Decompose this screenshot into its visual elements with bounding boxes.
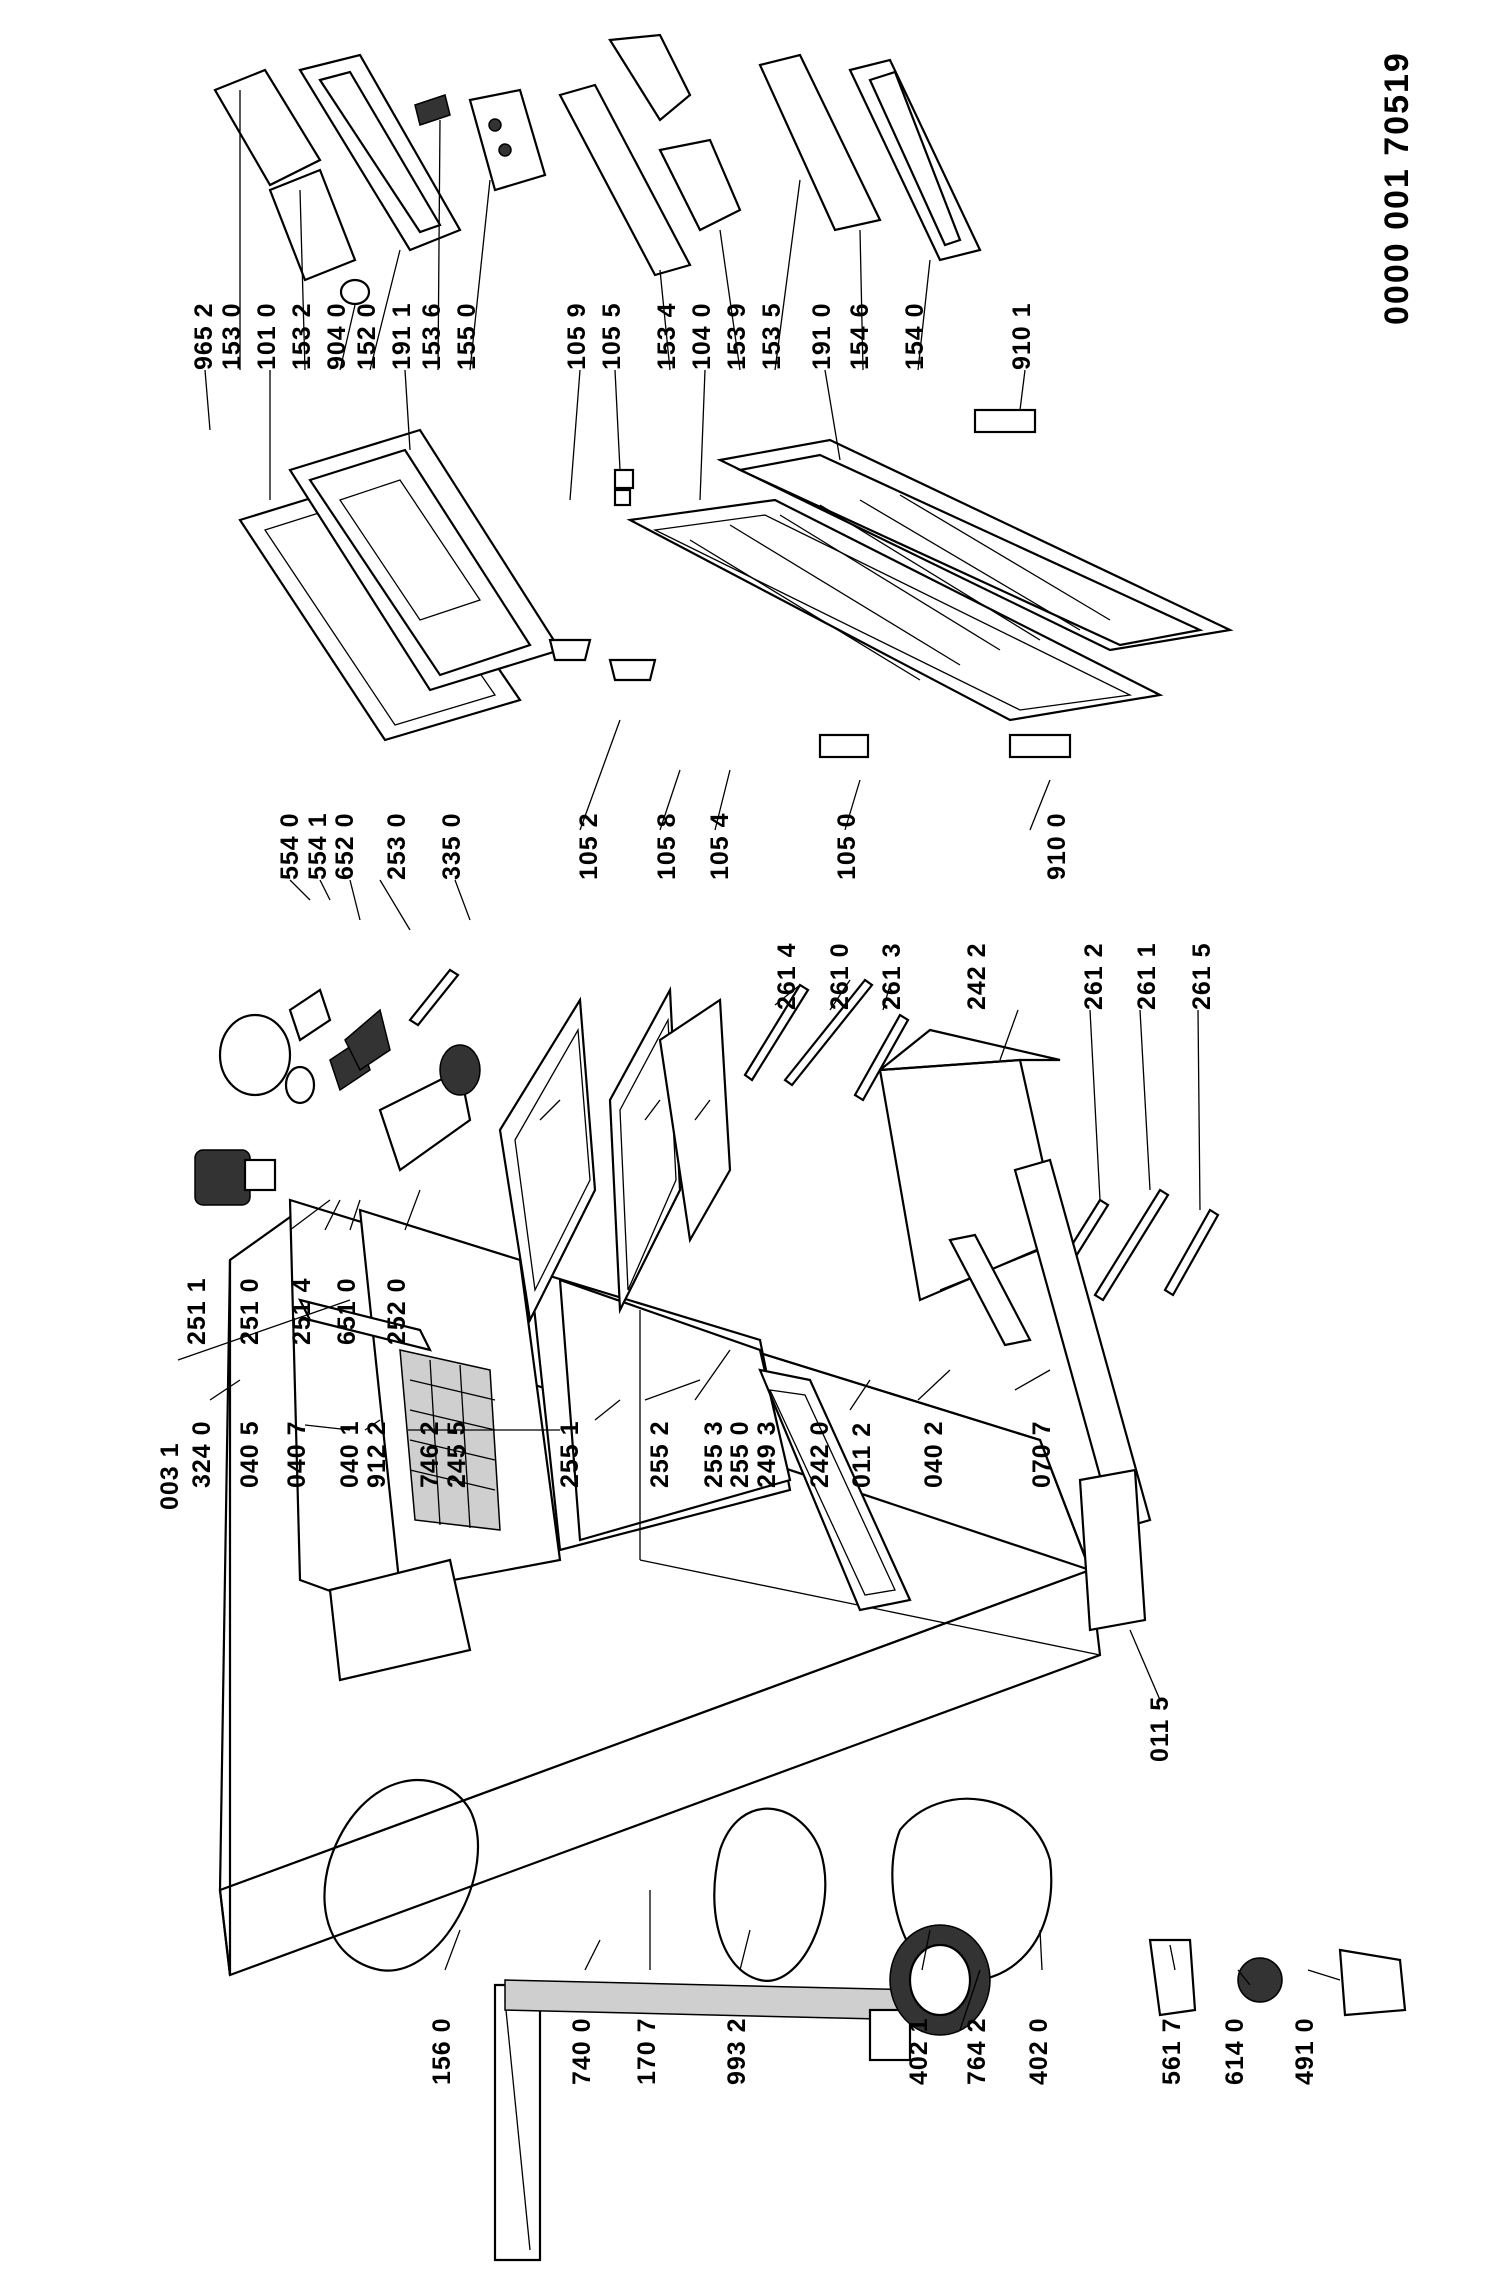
callout-904-0: 904 0	[323, 302, 351, 370]
callout-614-0: 614 0	[1221, 2017, 1249, 2085]
upper-door-bins	[213, 53, 547, 306]
callout-255-1: 255 1	[556, 1420, 584, 1488]
top-control-bar	[297, 1298, 433, 1352]
callout-105-8: 105 8	[653, 812, 681, 880]
callout-255-0: 255 0	[726, 1420, 754, 1488]
callout-561-7: 561 7	[1158, 2017, 1186, 2085]
callout-105-5: 105 5	[598, 302, 626, 370]
callout-253-0: 253 0	[383, 812, 411, 880]
callout-191-1: 191 1	[388, 302, 416, 370]
callout-011-2: 011 2	[848, 1422, 876, 1488]
callout-746-2: 746 2	[416, 1420, 444, 1488]
lower-door-bins	[558, 33, 982, 277]
callout-152-0: 152 0	[353, 302, 381, 370]
callout-040-5: 040 5	[236, 1420, 264, 1488]
callout-554-0: 554 0	[276, 812, 304, 880]
document-code: 0000 001 70519	[1378, 51, 1416, 325]
thermostat-group	[194, 968, 481, 1206]
callout-261-1: 261 1	[1133, 942, 1161, 1010]
callout-251-4: 251 4	[288, 1277, 316, 1345]
callout-993-2: 993 2	[723, 2017, 751, 2085]
callout-652-0: 652 0	[331, 812, 359, 880]
bottom-components	[493, 1158, 1407, 2262]
callout-153-6: 153 6	[418, 302, 446, 370]
callout-153-0: 153 0	[218, 302, 246, 370]
callout-156-0: 156 0	[428, 2017, 456, 2085]
callout-402-1: 402 1	[905, 2017, 933, 2085]
callout-105-4: 105 4	[706, 812, 734, 880]
callout-labels: 003 1 324 0 040 5 040 7 040 1 912 2 746 …	[156, 302, 1319, 2085]
callout-191-0: 191 0	[808, 302, 836, 370]
callout-554-1: 554 1	[304, 812, 332, 880]
callout-105-2: 105 2	[575, 812, 603, 880]
callout-040-7: 040 7	[283, 1420, 311, 1488]
callout-249-3: 249 3	[753, 1420, 781, 1488]
callout-011-5: 011 5	[1146, 1696, 1174, 1762]
callout-003-1: 003 1	[156, 1442, 184, 1510]
callout-153-9: 153 9	[723, 302, 751, 370]
callout-170-7: 170 7	[633, 2017, 661, 2085]
callout-153-4: 153 4	[653, 302, 681, 370]
callout-261-2: 261 2	[1080, 942, 1108, 1010]
callout-261-5: 261 5	[1188, 942, 1216, 1010]
callout-040-1: 040 1	[336, 1420, 364, 1488]
evaporator-grid	[399, 1349, 501, 1531]
callout-104-0: 104 0	[688, 302, 716, 370]
callout-155-0: 155 0	[453, 302, 481, 370]
callout-105-9: 105 9	[563, 302, 591, 370]
callout-965-2: 965 2	[190, 302, 218, 370]
callout-101-0: 101 0	[253, 302, 281, 370]
callout-153-2: 153 2	[288, 302, 316, 370]
callout-251-1: 251 1	[183, 1277, 211, 1345]
callout-402-0: 402 0	[1025, 2017, 1053, 2085]
callout-335-0: 335 0	[438, 812, 466, 880]
callout-261-4: 261 4	[773, 942, 801, 1010]
callout-252-0: 252 0	[383, 1277, 411, 1345]
callout-153-5: 153 5	[758, 302, 786, 370]
callout-910-1: 910 1	[1008, 302, 1036, 370]
callout-040-2: 040 2	[920, 1420, 948, 1488]
parts-artwork	[194, 33, 1407, 2262]
callout-324-0: 324 0	[188, 1420, 216, 1488]
callout-245-5: 245 5	[443, 1420, 471, 1488]
callout-651-0: 651 0	[333, 1277, 361, 1345]
callout-105-0: 105 0	[833, 812, 861, 880]
callout-154-6: 154 6	[846, 302, 874, 370]
callout-912-2: 912 2	[363, 1420, 391, 1488]
leader-lines	[177, 90, 1341, 2031]
callout-261-0: 261 0	[826, 942, 854, 1010]
callout-491-0: 491 0	[1291, 2017, 1319, 2085]
lower-door	[626, 438, 1234, 722]
upper-door	[238, 428, 562, 742]
callout-740-0: 740 0	[568, 2017, 596, 2085]
crisper-drawer	[876, 1028, 1062, 1302]
callout-764-2: 764 2	[963, 2017, 991, 2085]
hinges	[548, 408, 1072, 759]
callout-070-7: 070 7	[1028, 1420, 1056, 1488]
fan-cover	[328, 1558, 472, 1682]
callout-154-0: 154 0	[901, 302, 929, 370]
callout-255-3: 255 3	[700, 1420, 728, 1488]
callout-255-2: 255 2	[646, 1420, 674, 1488]
callout-242-0: 242 0	[806, 1420, 834, 1488]
callout-261-3: 261 3	[878, 942, 906, 1010]
callout-251-0: 251 0	[236, 1277, 264, 1345]
callout-910-0: 910 0	[1043, 812, 1071, 880]
glass-shelves	[498, 986, 912, 1612]
callout-242-2: 242 2	[963, 942, 991, 1010]
